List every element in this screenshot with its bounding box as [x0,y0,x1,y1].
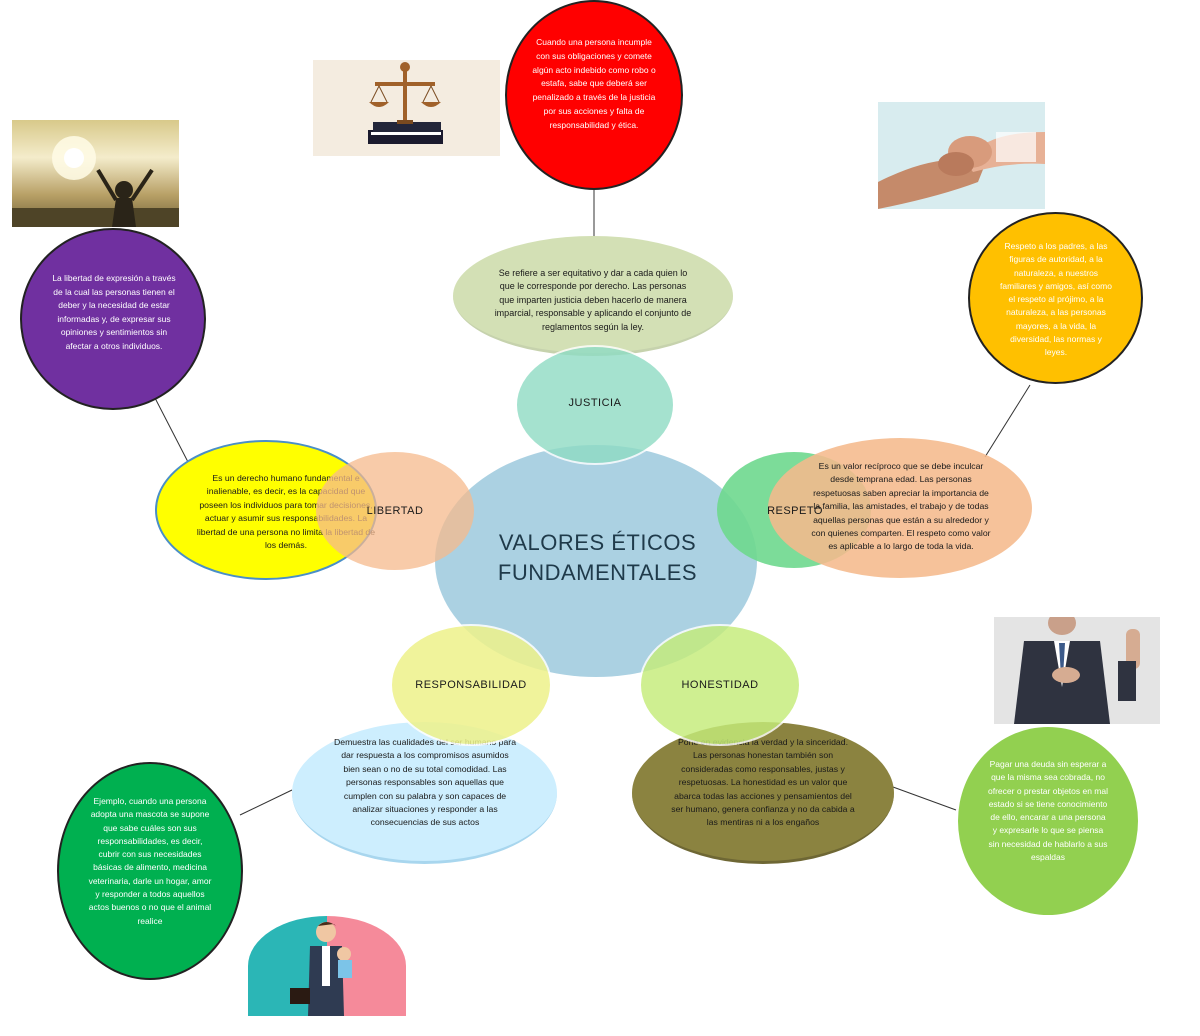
responsabilidad-circle [390,624,552,746]
responsabilidad-example-circle [57,762,243,980]
justicia-example-circle [505,0,683,190]
justicia-example-text: Cuando una persona incumple con sus obli… [532,37,656,130]
responsabilidad-definition-text: Demuestra las cualidades del ser humano … [333,737,517,828]
libertad-definition-text: Es un derecho humano fundamental e inali… [196,473,376,551]
respeto-definition-text: Es un valor recíproco que se debe inculc… [811,461,991,552]
justicia-definition-text: Se refiere a ser equitativo y dar a cada… [494,268,692,332]
central-title: VALORES ÉTICOS FUNDAMENTALES [497,530,698,585]
honestidad-definition-text: Pone en evidencia la verdad y la sinceri… [671,737,855,828]
honestidad-example-text: Pagar una deuda sin esperar a que la mis… [988,759,1109,863]
honestidad-circle [639,624,801,746]
person-arms-raised-sunset-icon [12,120,179,227]
libertad-example-text: La libertad de expresión a través de la … [52,273,176,351]
responsabilidad-label: RESPONSABILIDAD [415,679,527,691]
respeto-example-circle [968,212,1143,384]
libertad-circle [316,452,474,570]
honestidad-example-circle [956,725,1140,917]
justicia-label: JUSTICIA [568,397,622,409]
honestidad-definition-ellipse [632,722,894,864]
respeto-definition-ellipse [768,438,1032,578]
respeto-label: RESPETO [767,505,823,517]
responsabilidad-definition-ellipse [292,722,557,864]
scales-of-justice-icon [313,60,500,156]
honestidad-label: HONESTIDAD [681,679,759,691]
holding-hands-icon [878,102,1045,209]
libertad-example-circle [20,228,206,410]
man-swearing-oath-icon [994,617,1160,724]
respeto-example-text: Respeto a los padres, a las figuras de a… [1000,241,1112,358]
responsabilidad-example-text: Ejemplo, cuando una persona adopta una m… [88,796,212,926]
libertad-label: LIBERTAD [366,505,424,517]
father-with-baby-icon [248,916,406,1016]
justicia-circle [515,345,675,465]
